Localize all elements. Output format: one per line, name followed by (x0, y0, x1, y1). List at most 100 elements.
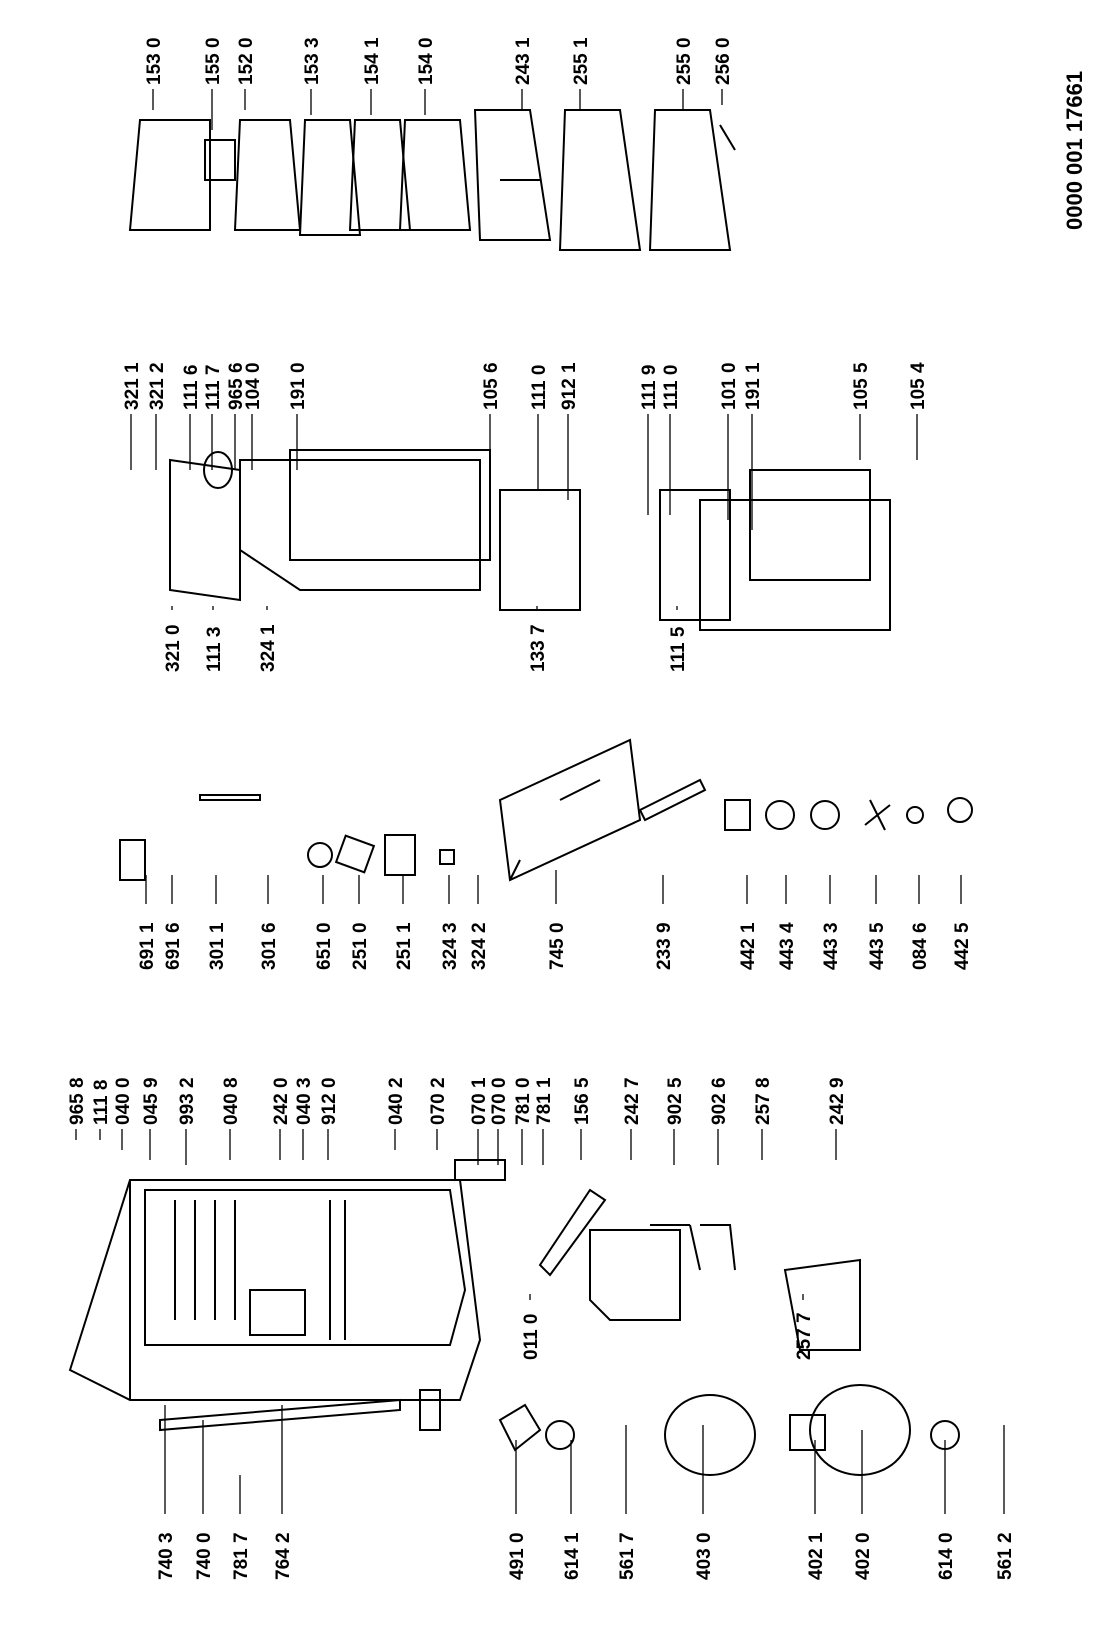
part-callout: 111 9 (639, 365, 660, 515)
part-number-label: 402 0 (853, 1532, 874, 1580)
part-callout: 242 7 (622, 1077, 643, 1160)
shelf-255-0 (648, 109, 732, 251)
part-number-label: 491 0 (507, 1532, 528, 1580)
part-callout: 740 3 (156, 1405, 177, 1580)
part-callout: 443 4 (777, 875, 798, 970)
part-number-label: 233 9 (654, 922, 675, 970)
drawer-242-9 (783, 1258, 861, 1351)
relay-614-1 (545, 1420, 575, 1450)
bracket-491 (498, 1403, 542, 1452)
part-callout: 040 2 (386, 1077, 407, 1150)
cover-251 (334, 834, 376, 874)
cabinet-divider (329, 1200, 346, 1340)
part-number-label: 443 5 (867, 922, 888, 970)
part-number-label: 111 6 (181, 365, 202, 410)
gasket-191-1 (749, 469, 871, 581)
part-number-label: 257 8 (753, 1077, 774, 1125)
part-number-label: 105 4 (908, 362, 929, 410)
bin-154-0 (398, 119, 472, 231)
part-number-label: 321 1 (122, 362, 143, 410)
cabinet-ribs (174, 1200, 236, 1320)
document-id: 0000 001 17661 (1062, 71, 1087, 230)
part-number-label: 764 2 (273, 1532, 294, 1580)
part-number-label: 745 0 (547, 922, 568, 970)
housing-251-1 (384, 834, 416, 876)
part-callout: 443 3 (821, 875, 842, 970)
part-number-label: 301 1 (207, 922, 228, 970)
shelf-243 (473, 109, 552, 241)
part-number-label: 781 0 (513, 1077, 534, 1125)
part-number-label: 691 6 (163, 922, 184, 970)
part-number-label: 040 3 (294, 1077, 315, 1125)
part-number-label: 442 5 (952, 922, 973, 970)
part-number-label: 257 7 (794, 1312, 815, 1360)
part-callout: 301 6 (259, 875, 280, 970)
part-callout: 233 9 (654, 875, 675, 970)
part-callout: 011 0 (521, 1294, 542, 1360)
part-callout: 242 0 (271, 1077, 292, 1160)
part-callout: 324 1 (258, 606, 279, 672)
part-callout: 561 7 (617, 1425, 638, 1580)
part-callout: 442 5 (952, 875, 973, 970)
fan-motor-443-4 (765, 800, 795, 830)
rail-233 (638, 778, 707, 822)
part-callout: 045 9 (141, 1077, 162, 1160)
part-callout: 111 8 (91, 1080, 112, 1140)
part-callout: 745 0 (547, 870, 568, 970)
drawer-242-7 (589, 1229, 681, 1321)
part-number-label: 111 0 (661, 365, 682, 410)
part-callout: 101 0 (719, 362, 740, 520)
part-callout: 153 3 (302, 37, 323, 115)
part-callout: 965 6 (226, 362, 247, 470)
part-number-label: 040 8 (221, 1077, 242, 1125)
part-callout: 781 1 (534, 1077, 555, 1165)
part-number-label: 301 6 (259, 922, 280, 970)
part-number-label: 242 7 (622, 1077, 643, 1125)
part-callout: 251 0 (350, 875, 371, 970)
part-number-label: 902 5 (665, 1077, 686, 1125)
part-callout: 256 0 (713, 37, 734, 105)
part-callout: 153 0 (144, 37, 165, 110)
part-number-label: 084 6 (910, 922, 931, 970)
part-number-label: 902 6 (709, 1077, 730, 1125)
part-callout: 321 1 (122, 362, 143, 470)
part-number-label: 781 7 (231, 1532, 252, 1580)
part-number-label: 156 5 (572, 1077, 593, 1125)
part-number-label: 402 1 (806, 1532, 827, 1580)
part-callout: 070 0 (489, 1077, 510, 1165)
part-number-label: 045 9 (141, 1077, 162, 1125)
part-number-label: 152 0 (236, 37, 257, 85)
part-callout: 251 1 (394, 875, 415, 970)
part-number-label: 104 0 (243, 362, 264, 410)
part-callout: 442 1 (738, 875, 759, 970)
door-104 (239, 459, 481, 591)
part-callout: 614 0 (936, 1440, 957, 1580)
part-number-label: 251 1 (394, 922, 415, 970)
part-number-label: 614 1 (562, 1532, 583, 1580)
part-callout: 561 2 (995, 1425, 1016, 1580)
part-callout: 040 3 (294, 1077, 315, 1160)
part-number-label: 111 0 (529, 365, 550, 410)
part-callout: 133 7 (528, 606, 549, 672)
part-number-label: 243 1 (513, 37, 534, 85)
egg-tray-156 (538, 1188, 607, 1277)
handle-111-0 (499, 489, 581, 611)
part-callout: 105 4 (908, 362, 929, 460)
part-callout: 255 1 (571, 37, 592, 110)
part-number-label: 101 0 (719, 362, 740, 410)
part-number-label: 993 2 (177, 1077, 198, 1125)
part-callout: 403 0 (694, 1425, 715, 1580)
part-number-label: 153 3 (302, 37, 323, 85)
compressor-402 (809, 1384, 911, 1476)
part-callout: 301 1 (207, 875, 228, 970)
part-callout: 651 0 (314, 875, 335, 970)
part-number-label: 324 1 (258, 624, 279, 672)
thermostat-bar (199, 794, 261, 801)
part-callout: 070 2 (428, 1077, 449, 1150)
part-number-label: 256 0 (713, 37, 734, 85)
part-number-label: 242 0 (271, 1077, 292, 1125)
part-callout: 111 0 (529, 365, 550, 490)
part-callout: 111 5 (668, 606, 689, 672)
part-number-label: 442 1 (738, 922, 759, 970)
part-number-label: 070 1 (469, 1077, 490, 1125)
